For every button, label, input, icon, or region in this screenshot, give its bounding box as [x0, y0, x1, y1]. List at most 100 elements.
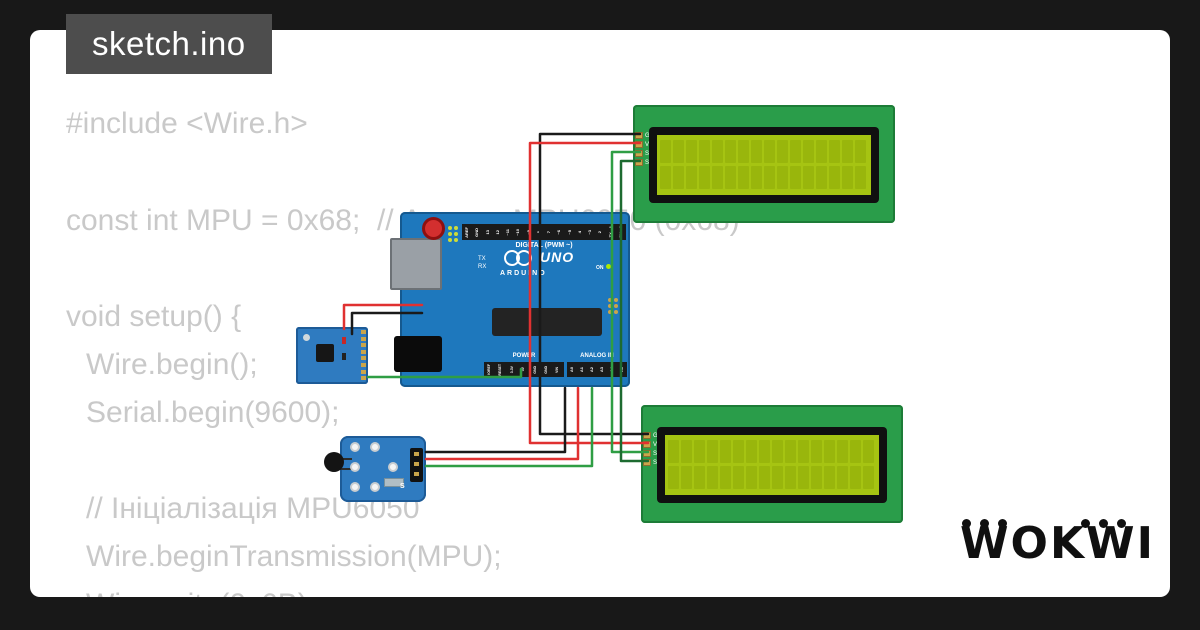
- lcd-character-cell: [751, 166, 762, 189]
- lcd-bezel: [649, 127, 879, 203]
- lcd-character-cell: [772, 440, 783, 463]
- lcd-screen: [657, 135, 871, 195]
- lcd1602-display-2[interactable]: GNDVCCSDASCL: [641, 405, 903, 523]
- lcd-character-cell: [764, 140, 775, 163]
- pin-label: ~11: [505, 228, 511, 236]
- resistor: [384, 478, 404, 487]
- lcd-character-cell: [707, 440, 718, 463]
- mpu6050-module[interactable]: [296, 327, 368, 384]
- pin-label: 4: [576, 230, 582, 234]
- smd-component: [342, 353, 346, 360]
- lcd-character-cell: [712, 166, 723, 189]
- lcd-character-cell: [824, 440, 835, 463]
- smd-component: [342, 337, 346, 344]
- lcd-character-cell: [863, 440, 874, 463]
- lcd-character-cell: [850, 466, 861, 489]
- lcd-character-cell: [803, 140, 814, 163]
- pin-pad: [643, 450, 651, 457]
- pin-label: 13: [484, 229, 490, 235]
- pin-label: RX←0: [617, 226, 623, 238]
- pin-label: ~5: [566, 229, 572, 235]
- pin-label: TX→1: [607, 226, 613, 238]
- code-line: Wire.beginTransmission(MPU);: [86, 540, 502, 573]
- logo-dot: [1099, 519, 1108, 528]
- digital-label: DIGITAL (PWM ~): [515, 242, 573, 249]
- mpu-pin-header[interactable]: [361, 330, 366, 381]
- solder-pad: [370, 482, 380, 492]
- lcd-character-cell: [829, 166, 840, 189]
- lcd-character-cell: [699, 140, 710, 163]
- lcd-character-cell: [673, 166, 684, 189]
- pin-label: RESET: [498, 363, 503, 376]
- power-jack: [394, 336, 442, 372]
- reset-button[interactable]: [422, 217, 445, 240]
- solder-pad: [388, 462, 398, 472]
- thermistor-lead: [340, 468, 352, 470]
- lcd-character-cell: [738, 140, 749, 163]
- lcd-character-cell: [746, 466, 757, 489]
- lcd-character-cell: [668, 466, 679, 489]
- lcd-character-cell: [785, 440, 796, 463]
- arduino-logo-circle: [516, 250, 532, 266]
- lcd-character-cell: [733, 466, 744, 489]
- code-line: #include <Wire.h>: [66, 107, 308, 140]
- pin-label: ~10: [515, 228, 521, 236]
- lcd-character-cell: [759, 440, 770, 463]
- lcd-character-cell: [798, 440, 809, 463]
- lcd-character-cell: [816, 166, 827, 189]
- lcd-character-cell: [837, 440, 848, 463]
- file-tab[interactable]: sketch.ino: [66, 14, 272, 74]
- pin-label: VIN: [555, 366, 560, 373]
- tx-label: TX: [478, 256, 486, 262]
- pin-label: A4: [609, 366, 614, 373]
- lcd-character-cell: [720, 466, 731, 489]
- rx-label: RX: [478, 264, 487, 270]
- lcd-character-cell: [707, 466, 718, 489]
- code-line: Wire.begin();: [86, 348, 258, 381]
- lcd-character-cell: [712, 140, 723, 163]
- lcd-character-cell: [842, 166, 853, 189]
- analog-label: ANALOG IN: [580, 353, 614, 359]
- lcd-screen: [665, 435, 879, 495]
- sensor-pin-connector[interactable]: [410, 448, 423, 482]
- pin-label: 7: [546, 230, 552, 234]
- lcd-character-cell: [816, 140, 827, 163]
- lcd-character-cell: [829, 140, 840, 163]
- lcd-character-cell: [785, 466, 796, 489]
- pin-pad: [635, 141, 643, 148]
- lcd-character-cell: [694, 466, 705, 489]
- lcd-character-cell: [777, 140, 788, 163]
- pin-label: A3: [599, 366, 604, 373]
- lcd-character-cell: [842, 140, 853, 163]
- lcd-character-cell: [668, 440, 679, 463]
- capacitor: [303, 334, 310, 341]
- solder-pad: [350, 482, 360, 492]
- power-led: [606, 264, 611, 269]
- pin-label: 12: [494, 229, 500, 235]
- lcd-character-cell: [699, 166, 710, 189]
- pin-label: ~3: [587, 229, 593, 235]
- lcd1602-display-1[interactable]: GNDVCCSDASCL: [633, 105, 895, 223]
- usb-connector: [390, 238, 442, 290]
- lcd-character-cell: [790, 166, 801, 189]
- logo-dot: [998, 519, 1007, 528]
- pin-pad: [635, 132, 643, 139]
- pin-pad: [643, 441, 651, 448]
- pin-label: GND: [532, 365, 537, 374]
- model-label: UNO: [540, 249, 575, 265]
- lcd-character-cell: [777, 166, 788, 189]
- lcd-character-cell: [850, 440, 861, 463]
- pin-label: GND: [474, 227, 480, 237]
- lcd-character-cell: [772, 466, 783, 489]
- pin-pad: [643, 459, 651, 466]
- temperature-sensor-module[interactable]: S: [324, 436, 426, 502]
- on-label: ON: [596, 265, 604, 271]
- lcd-character-cell: [673, 140, 684, 163]
- lcd-bezel: [657, 427, 887, 503]
- pin-pad: [643, 432, 651, 439]
- lcd-character-cell: [855, 140, 866, 163]
